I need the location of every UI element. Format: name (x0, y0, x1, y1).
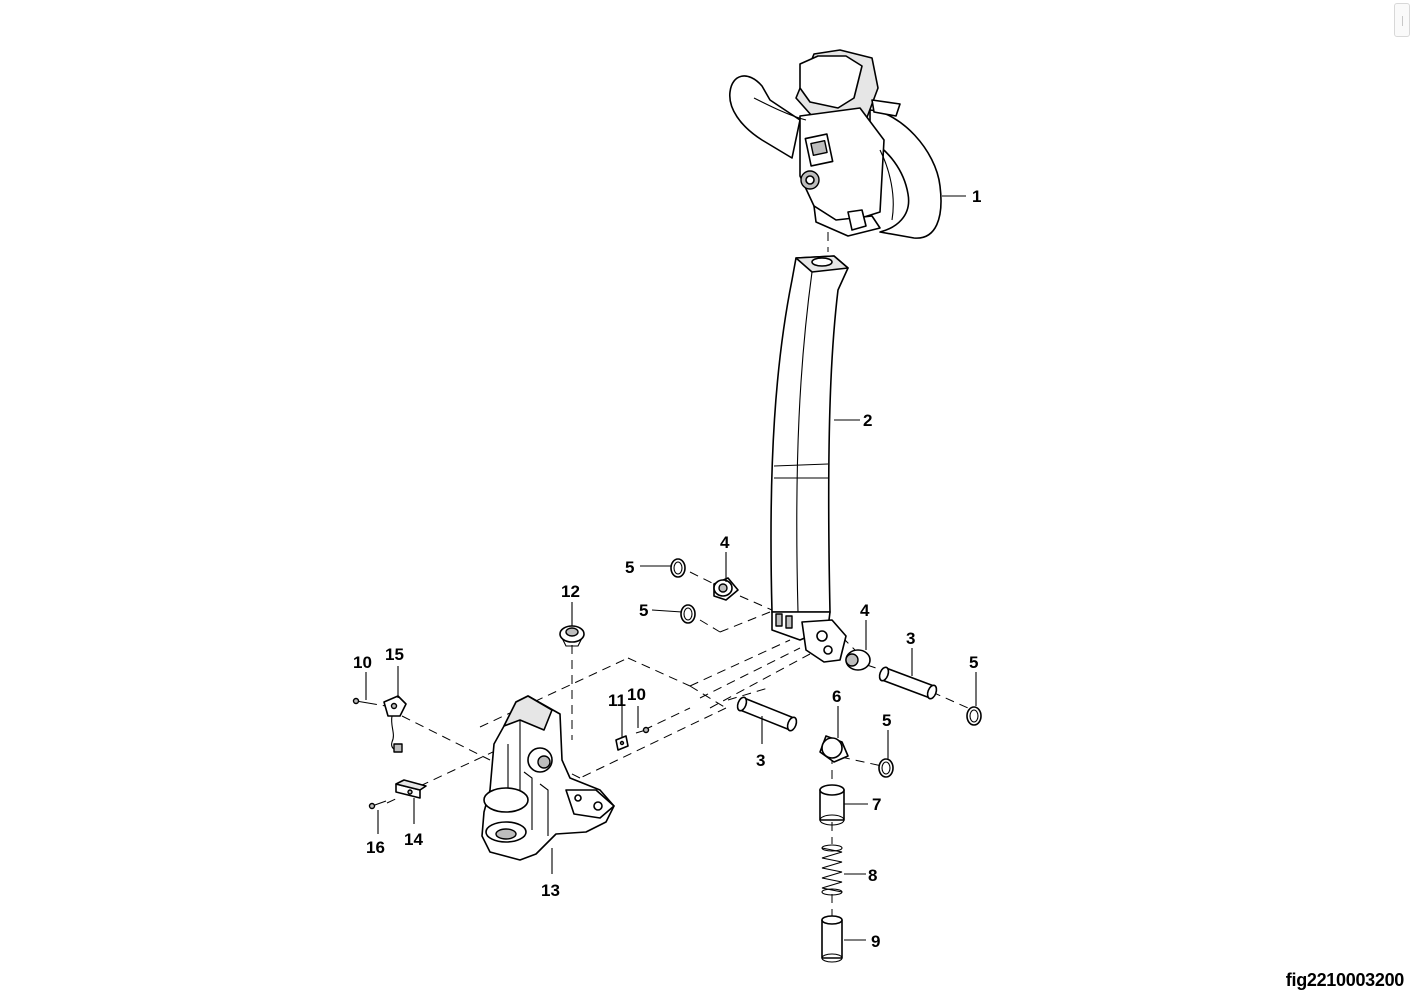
cylinder-part (819, 784, 845, 826)
retaining-clip-part (966, 706, 982, 726)
viewer-menu-button[interactable] (1394, 3, 1410, 37)
callout-15: 15 (385, 645, 404, 664)
callout-13: 13 (541, 881, 560, 900)
callout-5-middle: 5 (639, 601, 648, 620)
callout-3-upper: 3 (906, 629, 915, 648)
callout-10-left: 10 (353, 653, 372, 672)
callout-5-lower: 5 (882, 711, 891, 730)
bushing-part (713, 577, 739, 601)
spring-part (821, 844, 843, 896)
callout-9: 9 (871, 932, 880, 951)
menu-handle-icon (1402, 16, 1403, 26)
shaft-part (770, 255, 849, 663)
callout-8: 8 (868, 866, 877, 885)
retaining-clip-part (680, 604, 696, 624)
base-bracket-part (481, 695, 615, 861)
pin-part (878, 666, 938, 700)
callout-16: 16 (366, 838, 385, 857)
callout-4-upper: 4 (720, 533, 730, 552)
retaining-clip-part (878, 758, 894, 778)
plunger-part (821, 915, 843, 963)
leader-lines (365, 195, 977, 941)
callout-5-right: 5 (969, 653, 978, 672)
screw-part (352, 697, 369, 705)
callout-7: 7 (872, 795, 881, 814)
callout-11: 11 (608, 691, 626, 710)
grommet-part (559, 625, 585, 647)
bushing-part (845, 649, 871, 671)
callout-3-lower: 3 (756, 751, 765, 770)
plate-part (615, 735, 629, 751)
callout-labels: 1 2 3 3 4 4 5 5 5 5 6 7 8 9 10 10 11 12 … (353, 187, 981, 951)
callout-10-right: 10 (627, 685, 646, 704)
pin-part (736, 696, 798, 732)
callout-5-top: 5 (625, 558, 634, 577)
retaining-clip-part (670, 558, 686, 578)
callout-14: 14 (404, 830, 423, 849)
callout-2: 2 (863, 411, 872, 430)
block-part (395, 779, 427, 799)
figure-id: fig2210003200 (1285, 970, 1405, 990)
callout-4-lower: 4 (860, 601, 870, 620)
screw-part (368, 800, 387, 810)
callout-6: 6 (832, 687, 841, 706)
callout-12: 12 (561, 582, 580, 601)
roller-part (819, 735, 849, 763)
sensor-switch-part (383, 695, 407, 753)
callout-1: 1 (972, 187, 981, 206)
screw-part (635, 726, 650, 734)
tiller-head-part (729, 49, 942, 239)
